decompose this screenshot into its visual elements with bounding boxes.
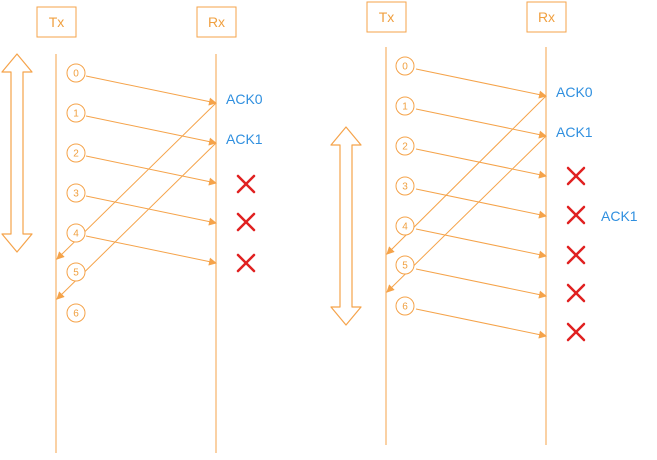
frame-arrow — [415, 108, 547, 139]
frame-seq-0: 0 — [395, 56, 415, 76]
diagram-right: Tx Rx 0 1 2 3 — [330, 1, 638, 445]
frame-arrow — [415, 148, 547, 179]
tx-label: Tx — [49, 14, 65, 30]
lost-frame-x-icon — [566, 322, 586, 342]
tx-label: Tx — [379, 9, 395, 25]
lost-frame-x-icon — [566, 166, 586, 186]
frame-arrow — [415, 188, 547, 219]
frame-number: 2 — [402, 142, 408, 153]
frame-number: 6 — [73, 309, 79, 320]
frame-number: 3 — [73, 189, 79, 200]
frame-number: 0 — [73, 69, 79, 80]
frame-number: 1 — [402, 102, 408, 113]
ack-label: ACK1 — [226, 131, 263, 147]
ack-label: ACK1 — [601, 208, 638, 224]
frame-seq-3: 3 — [395, 176, 415, 196]
frame-seq-2: 2 — [395, 136, 415, 156]
frame-seq-5: 5 — [395, 255, 415, 275]
lost-frame-x-icon — [566, 283, 586, 303]
frame-arrow — [85, 115, 217, 146]
frame-seq-1: 1 — [395, 96, 415, 116]
frame-arrow — [85, 155, 217, 186]
frame-seq-5: 5 — [66, 262, 86, 282]
double-arrow-icon — [1, 53, 33, 253]
ack-label: ACK0 — [556, 84, 593, 100]
frame-arrow — [415, 268, 547, 299]
lost-frame-x-icon — [566, 245, 586, 265]
frame-number: 5 — [402, 261, 408, 272]
frame-arrow — [85, 195, 217, 226]
lost-frame-x-icon — [236, 174, 256, 194]
rx-label: Rx — [208, 14, 225, 30]
frame-number: 3 — [402, 182, 408, 193]
rx-header: Rx — [196, 6, 237, 38]
frame-arrow — [415, 68, 547, 99]
frame-seq-4: 4 — [66, 223, 86, 243]
frame-number: 4 — [402, 222, 408, 233]
rx-label: Rx — [538, 9, 555, 25]
frame-number: 5 — [73, 268, 79, 279]
rx-header: Rx — [526, 1, 567, 33]
lost-frame-x-icon — [236, 212, 256, 232]
ack-label: ACK0 — [226, 91, 263, 107]
frame-arrow — [85, 75, 217, 106]
lost-frame-x-icon — [566, 205, 586, 225]
frame-arrow — [85, 235, 217, 266]
tx-header: Tx — [366, 1, 407, 33]
frame-number: 1 — [73, 109, 79, 120]
frame-seq-1: 1 — [66, 103, 86, 123]
frame-seq-4: 4 — [395, 216, 415, 236]
frame-number: 2 — [73, 149, 79, 160]
ack-label: ACK1 — [556, 124, 593, 140]
diagram-left: Tx Rx 0 1 2 — [1, 6, 263, 453]
frame-seq-3: 3 — [66, 183, 86, 203]
frame-number: 0 — [402, 62, 408, 73]
frame-arrow — [415, 308, 547, 339]
frame-seq-0: 0 — [66, 63, 86, 83]
frame-arrow — [415, 228, 547, 259]
frame-seq-2: 2 — [66, 143, 86, 163]
frame-seq-6: 6 — [395, 296, 415, 316]
tx-header: Tx — [36, 6, 77, 38]
double-arrow-icon — [330, 126, 362, 326]
frame-seq-6: 6 — [66, 303, 86, 323]
frame-number: 4 — [73, 229, 79, 240]
frame-number: 6 — [402, 302, 408, 313]
lost-frame-x-icon — [236, 253, 256, 273]
